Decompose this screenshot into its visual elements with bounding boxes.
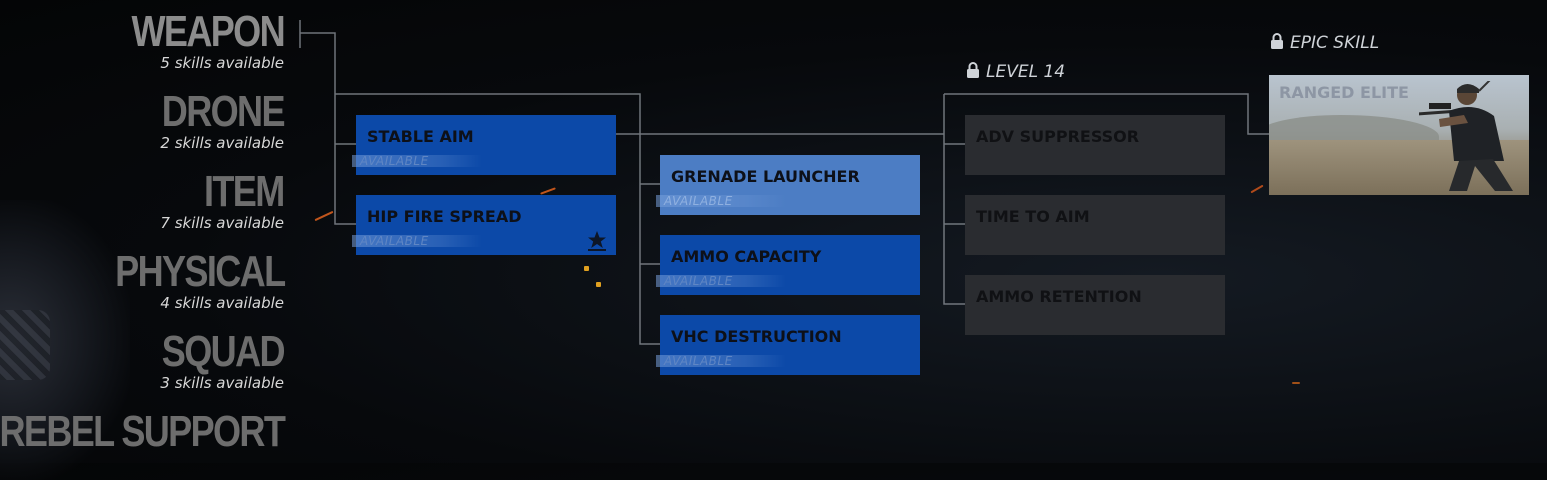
character-silhouette [0, 200, 130, 480]
skill-status: AVAILABLE [656, 355, 786, 367]
skill-node-ranged-elite[interactable]: RANGED ELITE [1269, 75, 1529, 195]
category-name: ITEM [204, 167, 285, 216]
level-requirement-label: LEVEL 14 [966, 62, 1065, 82]
category-squad[interactable]: SQUAD 3 skills available [135, 327, 286, 393]
skill-node-adv-suppressor[interactable]: ADV SUPPRESSOR [965, 115, 1225, 175]
level-requirement-text: LEVEL 14 [986, 62, 1066, 82]
category-item[interactable]: ITEM 7 skills available [160, 167, 285, 233]
epic-skill-label: EPIC SKILL [1270, 33, 1379, 53]
category-count: 3 skills available [160, 374, 284, 392]
category-drone[interactable]: DRONE 2 skills available [135, 87, 286, 153]
category-name: DRONE [161, 87, 286, 136]
lock-icon [1271, 33, 1283, 49]
skill-title: AMMO CAPACITY [671, 247, 822, 266]
category-name: WEAPON [131, 7, 285, 56]
skill-node-grenade-launcher[interactable]: GRENADE LAUNCHER AVAILABLE [656, 155, 920, 215]
lock-icon [967, 62, 979, 78]
skill-node-hip-fire-spread[interactable]: HIP FIRE SPREAD AVAILABLE [352, 195, 616, 255]
skill-title: HIP FIRE SPREAD [367, 207, 522, 226]
skill-status: AVAILABLE [352, 235, 482, 247]
category-weapon[interactable]: WEAPON 5 skills available [98, 7, 285, 73]
skill-tree-connectors [299, 20, 1269, 345]
skill-node-vhc-destruction[interactable]: VHC DESTRUCTION AVAILABLE [656, 315, 920, 375]
epic-skill-text: EPIC SKILL [1290, 33, 1380, 53]
category-name: SQUAD [161, 327, 286, 376]
category-count: 2 skills available [160, 134, 284, 152]
skill-title: ADV SUPPRESSOR [976, 127, 1140, 146]
skill-title: VHC DESTRUCTION [671, 327, 842, 346]
skill-status: AVAILABLE [352, 155, 482, 167]
category-rebel-support[interactable]: REBEL SUPPORT [0, 407, 286, 456]
skill-title: GRENADE LAUNCHER [671, 167, 860, 186]
category-count: 5 skills available [160, 54, 284, 72]
skill-title: AMMO RETENTION [976, 287, 1142, 306]
skill-node-ammo-capacity[interactable]: AMMO CAPACITY AVAILABLE [656, 235, 920, 295]
category-count: 4 skills available [160, 294, 284, 312]
skill-node-stable-aim[interactable]: STABLE AIM AVAILABLE [352, 115, 616, 175]
sniper-soldier-image [1419, 81, 1513, 191]
skill-node-ammo-retention[interactable]: AMMO RETENTION [965, 275, 1225, 335]
category-name: PHYSICAL [114, 247, 286, 296]
skill-node-time-to-aim[interactable]: TIME TO AIM [965, 195, 1225, 255]
category-physical[interactable]: PHYSICAL 4 skills available [78, 247, 286, 313]
ember-particle [1292, 382, 1300, 384]
category-name: REBEL SUPPORT [0, 407, 286, 456]
skill-status: AVAILABLE [656, 275, 786, 287]
ember-particle [584, 266, 589, 271]
skill-title: STABLE AIM [367, 127, 474, 146]
ember-particle [596, 282, 601, 287]
skill-status: AVAILABLE [656, 195, 786, 207]
skill-title: RANGED ELITE [1279, 83, 1409, 102]
skill-title: TIME TO AIM [976, 207, 1090, 226]
category-count: 7 skills available [160, 214, 284, 232]
star-icon [588, 231, 606, 251]
